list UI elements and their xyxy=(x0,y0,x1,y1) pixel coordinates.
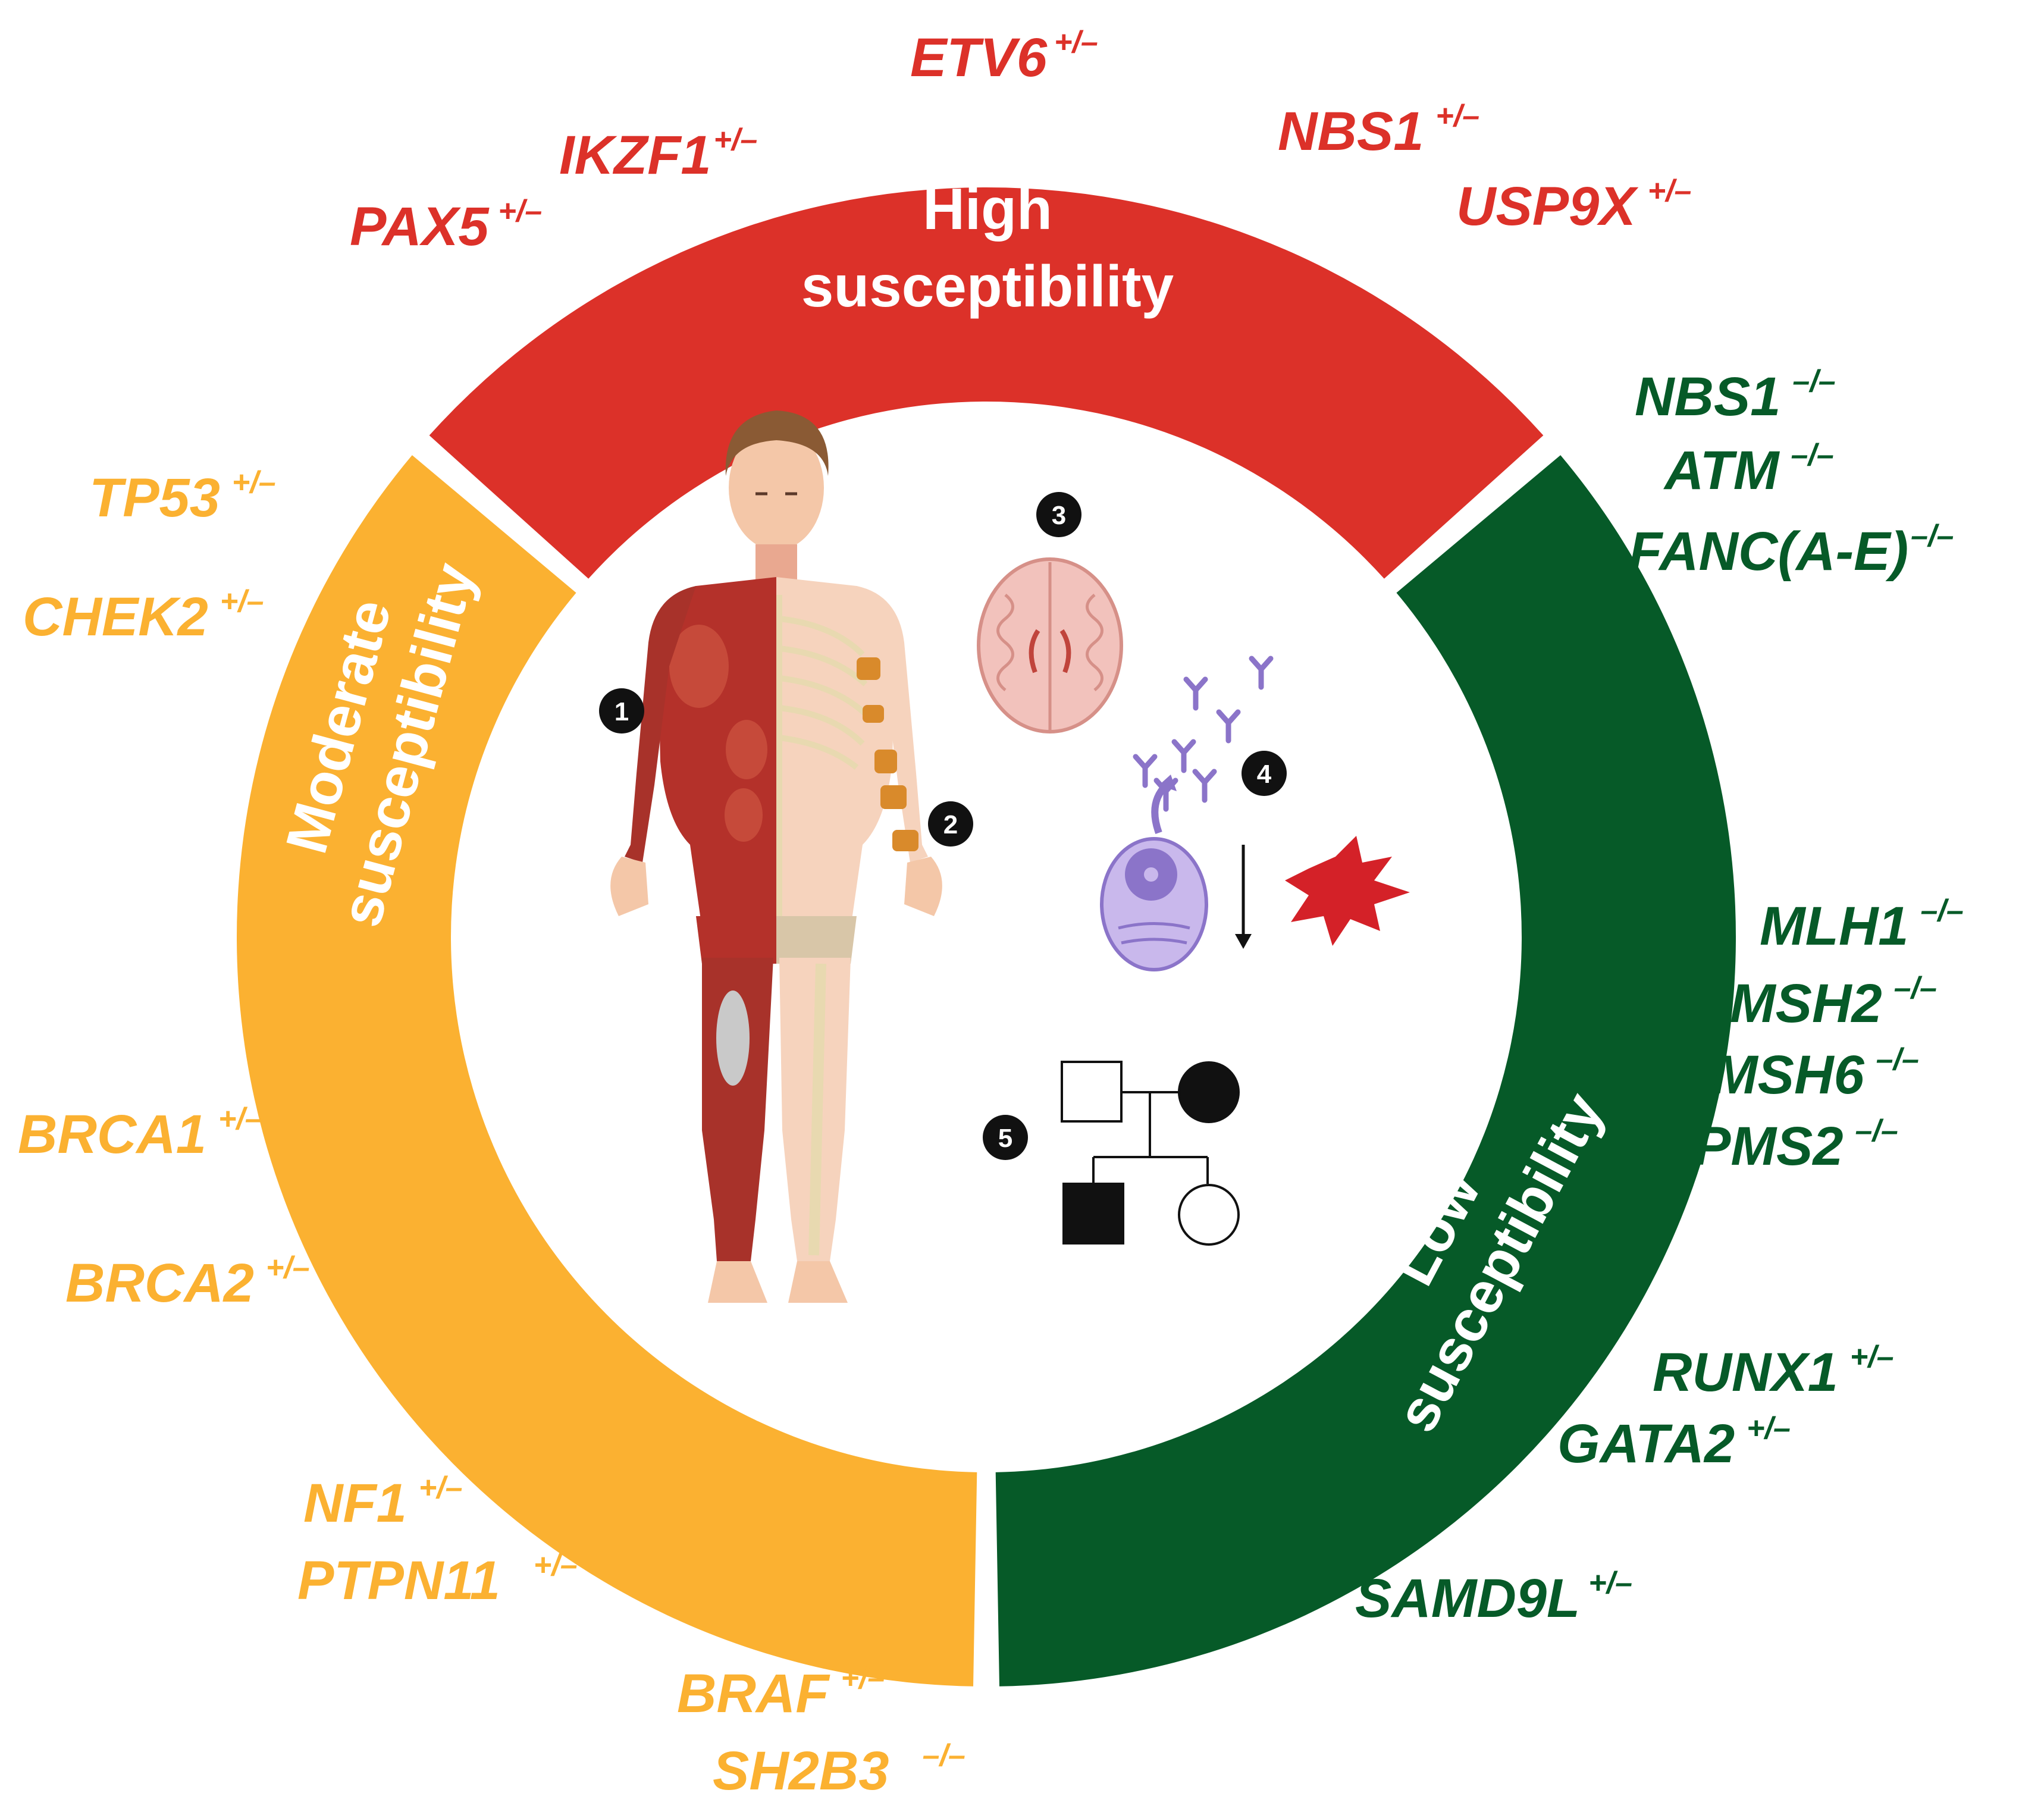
platelet-icon xyxy=(1285,836,1410,946)
gene-label: MSH2–/– xyxy=(1730,971,1937,1034)
moderate-gene-list: TP53+/– CHEK2+/– BRCA1+/– BRCA2+/– NF1+/… xyxy=(18,465,965,1801)
low-susceptibility-segment xyxy=(995,455,1736,1687)
high-label-line1: High xyxy=(923,176,1052,242)
down-arrow-icon xyxy=(1235,845,1252,949)
numbered-markers: 1 2 3 4 5 xyxy=(599,492,1287,1160)
gene-label: SAMD9L+/– xyxy=(1355,1566,1632,1629)
svg-text:1: 1 xyxy=(615,697,629,726)
gene-label: NBS1+/– xyxy=(1278,99,1479,162)
gene-label: SH2B3–/– xyxy=(713,1738,965,1801)
gene-label: GATA2+/– xyxy=(1557,1411,1791,1474)
marker-2: 2 xyxy=(928,801,973,847)
antibodies-icon xyxy=(1133,656,1274,812)
marker-4: 4 xyxy=(1242,751,1287,796)
high-susceptibility-segment xyxy=(429,187,1544,579)
low-gene-list: NBS1–/– ATM–/– FANC(A-E)–/– MLH1–/– MSH2… xyxy=(1355,364,1964,1629)
gene-label: USP9X+/– xyxy=(1456,174,1691,237)
gene-label: BRAF+/– xyxy=(677,1661,885,1724)
gene-label: TP53+/– xyxy=(89,465,276,528)
high-segment-label: High susceptibility xyxy=(801,176,1174,319)
svg-text:5: 5 xyxy=(998,1124,1012,1153)
gene-label: MSH6–/– xyxy=(1712,1042,1919,1105)
high-gene-list: ETV6+/– IKZF1+/– PAX5+/– NBS1+/– USP9X+/… xyxy=(350,25,1691,257)
marker-3: 3 xyxy=(1036,492,1081,537)
gene-label: MLH1–/– xyxy=(1760,894,1964,957)
gene-label: BRCA2+/– xyxy=(65,1250,310,1314)
svg-text:4: 4 xyxy=(1257,760,1272,789)
gene-label: ETV6+/– xyxy=(910,25,1098,88)
high-label-line2: susceptibility xyxy=(801,253,1174,319)
gene-label: NBS1–/– xyxy=(1635,364,1836,427)
brain-icon xyxy=(977,557,1123,733)
gene-label: NF1+/– xyxy=(303,1471,463,1534)
gene-label: CHEK2+/– xyxy=(23,584,264,647)
gene-label: PTPN11+/– xyxy=(297,1548,578,1611)
gene-label: ATM–/– xyxy=(1663,438,1834,501)
gene-label: PAX5+/– xyxy=(350,194,542,257)
gene-label: BRCA1+/– xyxy=(18,1102,262,1165)
gene-label: FANC(A-E)–/– xyxy=(1629,519,1954,582)
svg-text:2: 2 xyxy=(943,810,958,839)
moderate-susceptibility-segment xyxy=(237,455,977,1687)
svg-text:3: 3 xyxy=(1052,501,1066,530)
pedigree-icon xyxy=(1061,1061,1240,1246)
b-cell-icon xyxy=(1100,775,1208,971)
human-body-icon xyxy=(610,410,942,1303)
gene-label: IKZF1+/– xyxy=(559,123,757,186)
susceptibility-ring xyxy=(237,187,1736,1687)
gene-label: RUNX1+/– xyxy=(1653,1340,1894,1403)
marker-1: 1 xyxy=(599,688,644,733)
marker-5: 5 xyxy=(983,1115,1028,1160)
gene-label: PMS2–/– xyxy=(1694,1114,1898,1177)
